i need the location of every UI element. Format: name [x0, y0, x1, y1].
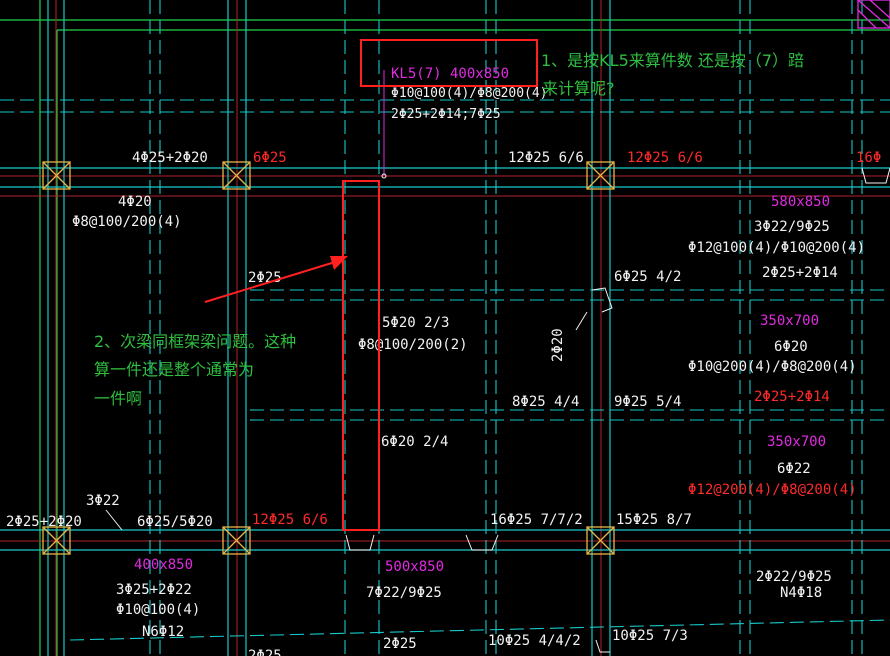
label-b13: 2Φ25: [383, 636, 417, 652]
label-c5: 9Φ25 5/4: [614, 394, 681, 410]
label-r9: 2Φ25+2Φ14: [754, 389, 830, 405]
label-b4: 12Φ25 6/6: [252, 512, 328, 528]
label-r5: 6Φ25 4/2: [614, 269, 681, 285]
label-top1: 4Φ25+2Φ20: [132, 150, 208, 166]
label-b2: 2Φ25+2Φ20: [6, 514, 82, 530]
kl5-name: KL5(7) 400x850: [391, 66, 509, 82]
label-vert-2phi20: 2Φ20: [550, 328, 566, 362]
label-r3: Φ12@100(4)/Φ10@200(4): [688, 240, 865, 256]
label-c2: Φ8@100/200(2): [358, 337, 468, 353]
pointer-arrow-head: [330, 256, 348, 270]
label-b14: 10Φ25 4/4/2: [488, 633, 581, 649]
column-6: [586, 526, 615, 555]
kl5-leader-dot: [381, 173, 387, 179]
label-b8: 3Φ25+2Φ22: [116, 582, 192, 598]
label-top2: 6Φ25: [253, 150, 287, 166]
label-c1: 5Φ20 2/3: [382, 315, 449, 331]
kl5-bars: 2Φ25+2Φ14;7Φ25: [391, 107, 501, 122]
label-r8: Φ10@200(4)/Φ8@200(4): [688, 359, 857, 375]
label-b12: 7Φ22/9Φ25: [366, 585, 442, 601]
kl5-stirrup: Φ10@100(4)/Φ8@200(4): [391, 86, 548, 101]
bent-bar-symbols: [105, 167, 890, 653]
label-b6: 15Φ25 8/7: [616, 512, 692, 528]
label-b7: 400x850: [134, 557, 193, 573]
label-r1: 580x850: [771, 194, 830, 210]
question-2-line-3: 一件啊: [94, 389, 142, 408]
question-2-line-2: 算一件还是整个通常为: [94, 360, 254, 379]
label-b10: N6Φ12: [142, 624, 184, 640]
label-top4: 12Φ25 6/6: [627, 150, 703, 166]
label-b9: Φ10@100(4): [116, 602, 200, 618]
label-b1: 3Φ22: [86, 493, 120, 509]
user-annotations: [204, 39, 538, 531]
reinforcement-labels: 4Φ25+2Φ20 6Φ25 12Φ25 6/6 12Φ25 6/6 16Φ 4…: [6, 150, 881, 656]
label-b16: 2Φ22/9Φ25: [756, 569, 832, 585]
corner-hatch: [857, 0, 890, 29]
label-b15: 10Φ25 7/3: [612, 628, 688, 644]
label-left2: Φ8@100/200(4): [72, 214, 182, 230]
question-1-line-2: 来计算呢?: [542, 79, 615, 98]
label-b11: 500x850: [385, 559, 444, 575]
secondary-beam-highlight-box: [342, 180, 380, 531]
label-left1: 4Φ20: [118, 194, 152, 210]
label-c3: 6Φ20 2/4: [381, 434, 448, 450]
kl5-highlight-box: [360, 39, 538, 87]
label-r11: 6Φ22: [777, 461, 811, 477]
column-2: [222, 161, 251, 190]
label-top3: 12Φ25 6/6: [508, 150, 584, 166]
label-b17: N4Φ18: [780, 585, 822, 601]
label-r4: 2Φ25+2Φ14: [762, 265, 838, 281]
label-b18: 2Φ25: [248, 648, 282, 656]
column-1: [42, 161, 71, 190]
label-r2: 3Φ22/9Φ25: [754, 219, 830, 235]
columns: [42, 0, 890, 555]
label-b5: 16Φ25 7/7/2: [490, 512, 583, 528]
label-c4: 8Φ25 4/4: [512, 394, 579, 410]
question-text: 1、是按KL5来算件数 还是按（7）踣 来计算呢? 2、次梁同框架梁问题。这种 …: [94, 51, 804, 408]
label-r6: 350x700: [760, 313, 819, 329]
column-5: [222, 526, 251, 555]
label-b3: 6Φ25/5Φ20: [137, 514, 213, 530]
label-r12: Φ12@200(4)/Φ8@200(4): [688, 482, 857, 498]
label-top5: 16Φ: [856, 150, 881, 166]
pointer-arrow-line: [204, 261, 336, 303]
label-r10: 350x700: [767, 434, 826, 450]
question-1-line-1: 1、是按KL5来算件数 还是按（7）踣: [541, 51, 804, 70]
kl5-annotation: KL5(7) 400x850 Φ10@100(4)/Φ8@200(4) 2Φ25…: [391, 66, 548, 122]
question-2-line-1: 2、次梁同框架梁问题。这种: [94, 332, 296, 351]
label-r7: 6Φ20: [774, 339, 808, 355]
column-4: [42, 526, 71, 555]
column-3: [586, 161, 615, 190]
